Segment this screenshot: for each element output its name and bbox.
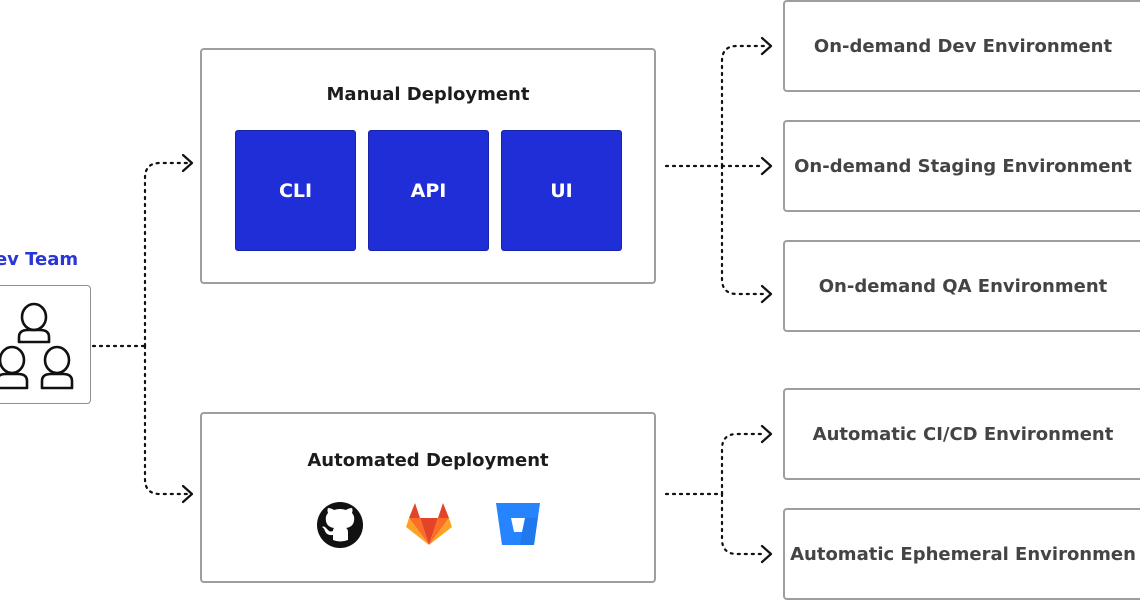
api-box: API: [368, 130, 489, 251]
connector-team-to-automated: [143, 344, 190, 496]
arrow-head-env-4: [760, 544, 773, 564]
env-on-demand-staging: On-demand Staging Environment: [783, 120, 1140, 212]
gitlab-logo-icon: [406, 503, 452, 545]
cli-box: CLI: [235, 130, 356, 251]
arrow-head-automated: [181, 484, 194, 504]
env-label: On-demand Dev Environment: [813, 35, 1113, 57]
arrow-head-env-0: [760, 36, 773, 56]
env-label: On-demand Staging Environment: [794, 155, 1132, 177]
bitbucket-logo-icon: [496, 503, 540, 545]
arrow-head-env-1: [760, 156, 773, 176]
env-on-demand-dev: On-demand Dev Environment: [783, 0, 1140, 92]
arrow-head-manual: [181, 153, 194, 173]
ui-box: UI: [501, 130, 622, 251]
automated-deployment-title: Automated Deployment: [307, 450, 549, 471]
env-automatic-cicd: Automatic CI/CD Environment: [783, 388, 1140, 480]
connector-automated-to-env-3: [720, 432, 766, 496]
env-label: On-demand QA Environment: [818, 275, 1108, 297]
env-label: Automatic CI/CD Environment: [812, 423, 1114, 445]
automated-deployment-panel: Automated Deployment: [200, 412, 656, 583]
env-label: Automatic Ephemeral Environmen: [790, 543, 1136, 565]
arrow-head-env-2: [760, 284, 773, 304]
manual-deployment-title: Manual Deployment: [326, 84, 530, 105]
env-automatic-ephemeral: Automatic Ephemeral Environmen: [783, 508, 1140, 600]
people-group-icon: [0, 302, 74, 390]
arrow-head-env-3: [760, 424, 773, 444]
team-box: [0, 285, 91, 404]
team-label: Dev Team: [0, 249, 79, 270]
github-logo-icon: [317, 502, 363, 548]
connector-manual-to-env-0: [720, 44, 766, 168]
env-on-demand-qa: On-demand QA Environment: [783, 240, 1140, 332]
connector-manual-to-env-2: [720, 164, 766, 296]
manual-deployment-panel: Manual Deployment CLI API UI: [200, 48, 656, 284]
connector-team-to-manual: [143, 161, 190, 348]
connector-automated-to-env-4: [720, 492, 766, 556]
